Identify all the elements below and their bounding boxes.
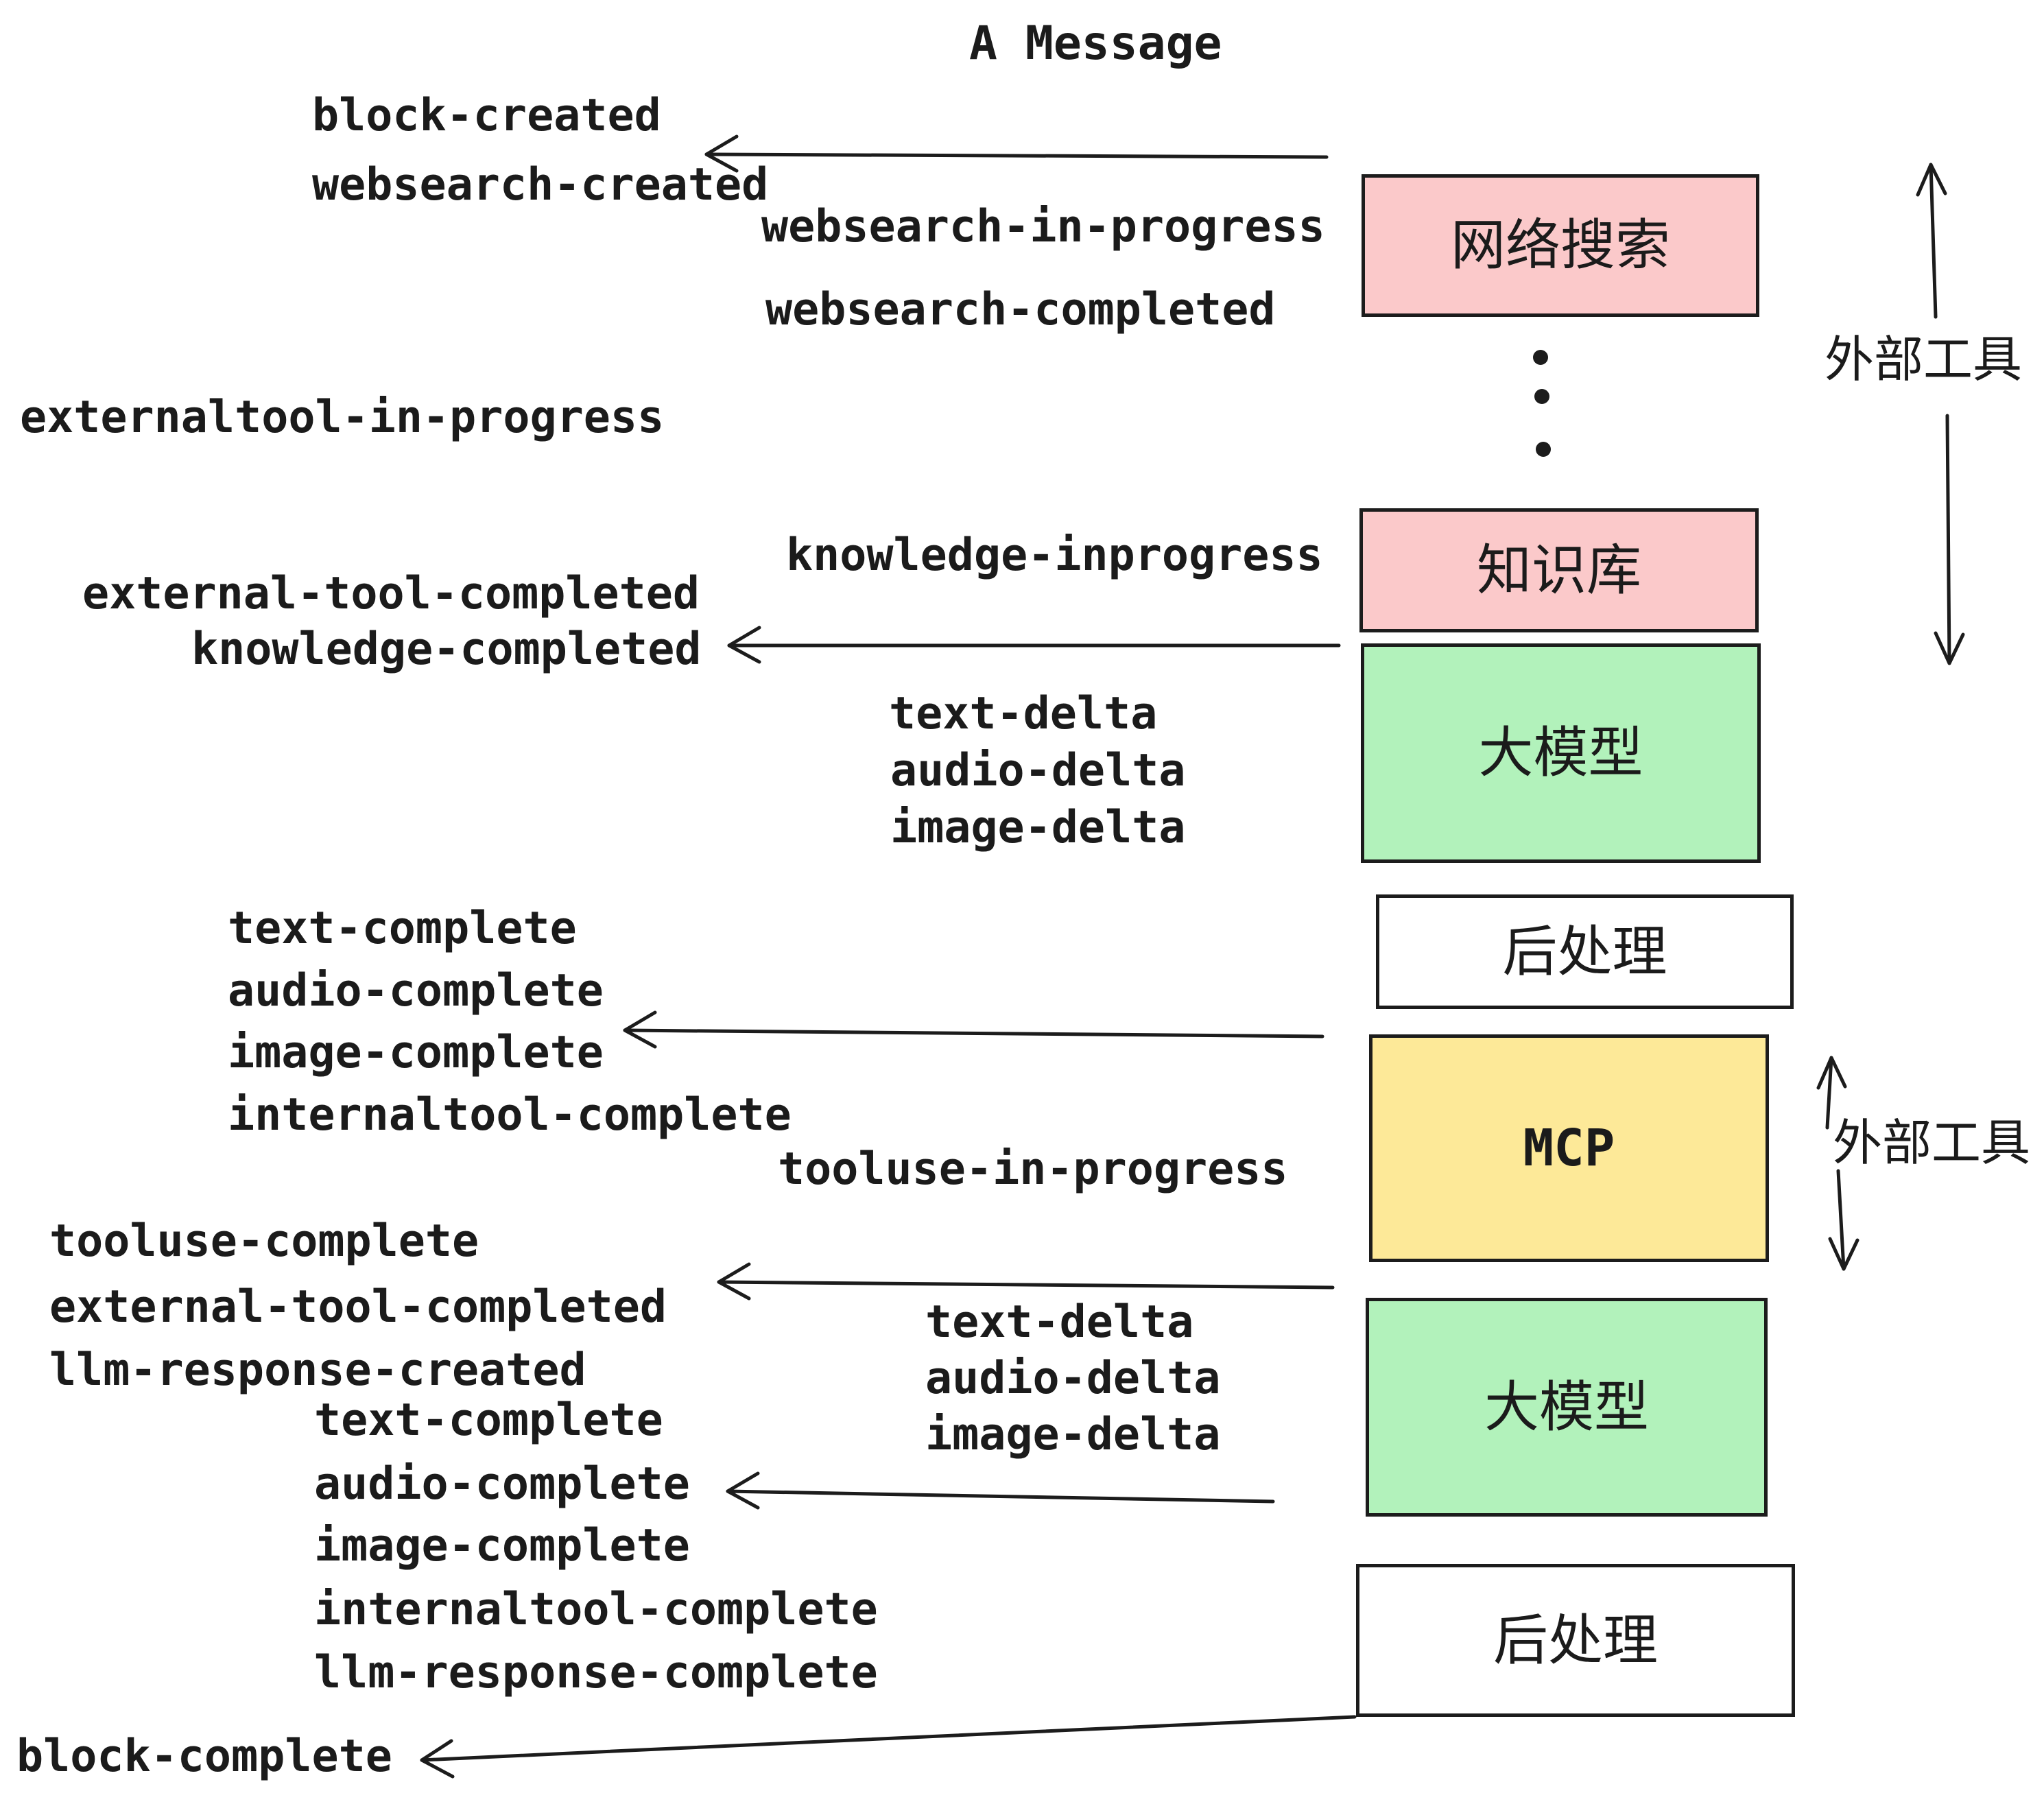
arrow-to-websearch-created <box>704 134 1329 173</box>
box-postprocess-1-label: 后处理 <box>1502 919 1667 984</box>
box-knowledge-label: 知识库 <box>1477 538 1641 602</box>
box-websearch-label: 网络搜索 <box>1451 213 1670 277</box>
event-label-llm-response-complete: llm-response-complete <box>314 1647 878 1698</box>
box-llm-2: 大模型 <box>1366 1298 1768 1517</box>
arrow-external-tools-down-1 <box>1934 414 1965 665</box>
box-mcp: MCP <box>1369 1034 1769 1262</box>
event-label-image-delta-2: image-delta <box>925 1409 1221 1460</box>
event-label-text-complete-2: text-complete <box>314 1394 663 1446</box>
event-label-image-complete-1: image-complete <box>228 1027 604 1078</box>
event-label-external-tool-completed-2: external-tool-completed <box>49 1281 667 1333</box>
event-label-knowledge-inprogress: knowledge-inprogress <box>786 530 1323 581</box>
event-label-external-tool-completed: external-tool-completed <box>82 568 700 619</box>
event-label-internaltool-complete-1: internaltool-complete <box>228 1089 792 1141</box>
side-label-external-tools-2: 外部工具 <box>1833 1114 2031 1172</box>
box-llm-2-label: 大模型 <box>1484 1375 1649 1439</box>
box-knowledge: 知识库 <box>1359 508 1759 632</box>
arrow-to-knowledge-completed <box>727 626 1341 664</box>
box-postprocess-2: 后处理 <box>1356 1564 1795 1717</box>
event-label-tooluse-complete: tooluse-complete <box>49 1215 479 1267</box>
arrow-to-external-tool-completed <box>717 1262 1335 1301</box>
box-llm-1: 大模型 <box>1361 643 1761 863</box>
event-label-block-created: block-created <box>312 90 661 141</box>
event-label-externaltool-in-progress: externaltool-in-progress <box>20 392 665 443</box>
event-label-audio-complete-1: audio-complete <box>228 965 604 1017</box>
event-label-image-complete-2: image-complete <box>314 1520 690 1571</box>
event-label-llm-response-created: llm-response-created <box>49 1344 586 1396</box>
event-label-websearch-created: websearch-created <box>312 159 769 211</box>
box-llm-1-label: 大模型 <box>1478 721 1643 785</box>
box-postprocess-2-label: 后处理 <box>1493 1608 1658 1672</box>
event-label-knowledge-completed: knowledge-completed <box>191 624 702 675</box>
event-label-internaltool-complete-2: internaltool-complete <box>314 1584 878 1635</box>
side-label-external-tools-1: 外部工具 <box>1825 331 2023 388</box>
arrow-external-tools-up-1 <box>1916 163 1947 319</box>
arrow-to-image-complete <box>623 1010 1324 1049</box>
event-label-audio-delta-2: audio-delta <box>925 1353 1221 1404</box>
box-mcp-label: MCP <box>1523 1119 1615 1178</box>
arrow-external-tools-down-2 <box>1828 1169 1859 1271</box>
event-label-text-delta-1: text-delta <box>889 688 1158 739</box>
arrow-to-block-complete <box>420 1715 1357 1779</box>
ellipsis-dots <box>1533 350 1551 457</box>
event-label-websearch-completed: websearch-completed <box>765 284 1276 335</box>
event-label-tooluse-in-progress: tooluse-in-progress <box>778 1143 1288 1195</box>
event-label-audio-complete-2: audio-complete <box>314 1458 690 1510</box>
event-label-text-complete-1: text-complete <box>228 903 577 954</box>
event-label-block-complete: block-complete <box>16 1731 392 1782</box>
event-label-audio-delta-1: audio-delta <box>890 745 1186 796</box>
event-label-text-delta-2: text-delta <box>925 1296 1194 1348</box>
diagram-title: A Message <box>969 16 1222 71</box>
box-websearch: 网络搜索 <box>1362 174 1759 317</box>
arrow-to-audio-complete <box>726 1471 1275 1510</box>
box-postprocess-1: 后处理 <box>1376 894 1794 1009</box>
event-label-websearch-in-progress: websearch-in-progress <box>761 201 1325 252</box>
event-label-image-delta-1: image-delta <box>890 802 1186 853</box>
